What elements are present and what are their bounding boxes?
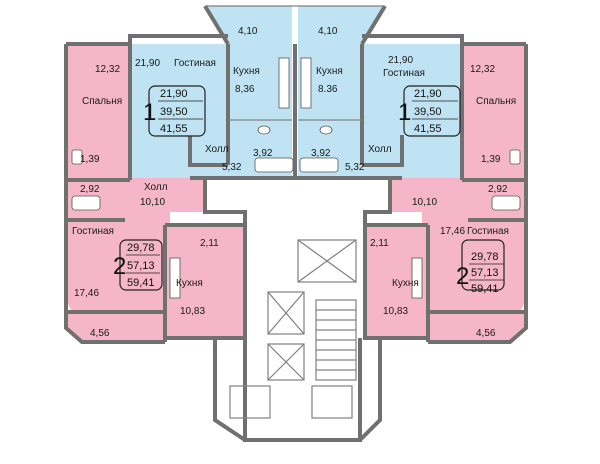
right-two-room-info-box: 2 29,78 57,13 59,41 [456,239,505,295]
left-two-labels: 12,32 Спальня 1,39 2,92 Холл 10,10 Гости… [72,64,219,339]
left-bedroom-room [66,44,130,180]
right-studio-info-box: 1 21,90 39,50 41,55 [398,85,461,137]
left-studio-info-box: 1 21,90 39,50 41,55 [143,85,206,137]
right-kitchen-1-name: Кухня [316,66,343,77]
left-kitchen-2-area: 10,83 [180,306,205,317]
left-two-area-total: 57,13 [127,260,155,272]
left-living-2-area: 17,46 [74,288,99,299]
left-two-area-living: 29,78 [127,242,155,254]
right-kitchen-1 [298,44,362,120]
left-hall-1-area: 5,32 [222,162,242,173]
left-bath-1-area: 3,92 [253,148,273,159]
left-bedroom-name: Спальня [82,96,122,107]
left-hall-2-name: Холл [144,182,168,193]
left-bedroom-area: 12,32 [95,64,120,75]
right-loggia-2-area: 4,56 [476,328,496,339]
left-kitchen-1-area: 8,36 [235,84,255,95]
right-two-area-total: 57,13 [471,267,499,279]
left-kitchen-1 [228,44,292,120]
left-loggia-2 [66,312,165,342]
right-living-1-name: Гостиная [383,68,425,79]
right-bath-2-area: 2,92 [488,184,508,195]
right-bedroom-name: Спальня [476,96,516,107]
left-hall-1-name: Холл [205,144,229,155]
left-storage-area: 2,11 [200,238,219,249]
left-studio-labels: 4,10 21,90 Гостиная Кухня 8,36 Холл 5,32… [135,26,273,173]
right-bath-1-area: 3,92 [311,148,331,159]
left-kitchen-2-name: Кухня [176,278,203,289]
right-hall-2-area: 10,10 [412,197,437,208]
left-loggia-2-area: 4,56 [90,328,110,339]
right-two-area-living: 29,78 [471,251,499,263]
left-kitchen-1-name: Кухня [233,66,260,77]
left-loggia-1-area: 4,10 [238,26,258,37]
left-living-1-name: Гостиная [174,58,216,69]
stair-core [229,239,357,419]
left-hall-2-area: 10,10 [140,197,165,208]
left-two-rooms: 2 [113,253,126,280]
left-studio-rooms: 1 [143,99,156,126]
right-studio-area-living: 21,90 [414,88,442,100]
right-living-2-area: 17,46 [440,226,465,237]
left-living-2-name: Гостиная [72,226,114,237]
right-storage-area: 2,11 [370,238,389,249]
right-kitchen-2 [365,225,428,338]
right-studio-area-full: 41,55 [414,123,442,135]
right-kitchen-2-name: Кухня [392,278,419,289]
left-studio-area-full: 41,55 [160,123,188,135]
left-kitchen-2 [165,225,245,338]
left-studio-area-total: 39,50 [160,106,188,118]
left-living-1-area: 21,90 [135,58,160,69]
right-living-2-name: Гостиная [467,226,509,237]
right-two-labels: 12,32 Спальня 1,39 2,92 10,10 Гостиная 1… [370,64,516,339]
right-loggia-2 [428,312,526,342]
left-two-area-full: 59,41 [127,277,155,289]
walls [64,4,528,442]
right-studio-area-total: 39,50 [414,106,442,118]
right-two-area-full: 59,41 [471,283,499,295]
right-studio-labels: 4,10 21,90 Гостиная Кухня 8.36 Холл 5,32… [311,26,425,173]
right-living-1-area: 21,90 [388,55,413,66]
fixtures [71,57,521,299]
left-bath-2-area: 2,92 [80,184,100,195]
right-bedroom-room [462,44,526,180]
right-kitchen-2-area: 10,83 [383,306,408,317]
left-two-room-info-box: 2 29,78 57,13 59,41 [113,239,163,291]
right-wc-area: 1,39 [481,154,501,165]
right-bedroom-area: 12,32 [470,64,495,75]
right-kitchen-1-area: 8.36 [318,84,338,95]
right-studio-rooms: 1 [398,99,411,126]
right-loggia-1-area: 4,10 [318,26,338,37]
right-hall-1-name: Холл [368,144,392,155]
left-wc-area: 1,39 [80,154,100,165]
right-two-rooms: 2 [456,263,469,290]
left-studio-area-living: 21,90 [160,88,188,100]
right-hall-1-area: 5,32 [345,162,365,173]
